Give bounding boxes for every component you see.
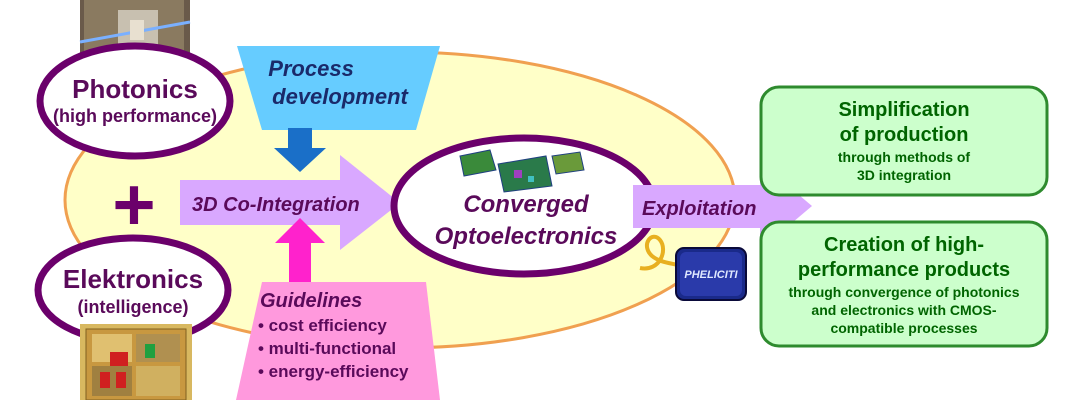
elektronics-ellipse: Elektronics (intelligence)	[34, 234, 232, 346]
converged-ellipse: Converged Optoelectronics	[390, 134, 658, 278]
guidelines-box: Guidelines • cost efficiency • multi-fun…	[236, 282, 440, 400]
phelicity-logo-text: PHELICITI	[684, 269, 738, 281]
simplification-line4: 3D integration	[857, 167, 951, 183]
down-arrow-blue	[274, 128, 326, 172]
phelicity-logo: PHELICITI	[639, 234, 747, 301]
guidelines-item-1: • cost efficiency	[258, 316, 387, 335]
process-line1: Process	[268, 56, 354, 81]
process-development-box: Process development	[237, 46, 440, 130]
creation-line4: and electronics with CMOS-	[811, 302, 996, 318]
creation-box: Creation of high- performance products t…	[759, 220, 1049, 348]
guidelines-title: Guidelines	[260, 290, 362, 312]
simplification-line2: of production	[840, 124, 969, 146]
simplification-box: Simplification of production through met…	[759, 85, 1049, 197]
process-line2: development	[272, 84, 409, 109]
creation-line3: through convergence of photonics	[788, 284, 1019, 300]
co-integration-label: 3D Co-Integration	[192, 194, 360, 216]
simplification-line3: through methods of	[838, 149, 971, 165]
chip-thumbnails-icon	[459, 149, 585, 193]
co-integration-arrow: 3D Co-Integration	[180, 155, 400, 250]
chip-image	[80, 324, 192, 400]
creation-line1: Creation of high-	[824, 234, 984, 256]
photonics-ellipse: Photonics (high performance)	[36, 42, 234, 160]
elektronics-subtitle: (intelligence)	[77, 297, 188, 317]
converged-line1: Converged	[463, 191, 590, 218]
guidelines-item-2: • multi-functional	[258, 339, 396, 358]
elektronics-title: Elektronics	[63, 264, 203, 294]
photonics-photo	[79, 0, 191, 60]
guidelines-item-3: • energy-efficiency	[258, 362, 409, 381]
creation-line5: compatible processes	[830, 320, 977, 336]
creation-line2: performance products	[798, 259, 1010, 281]
up-arrow-magenta	[275, 218, 325, 285]
converged-line2: Optoelectronics	[435, 223, 618, 250]
simplification-line1: Simplification	[838, 99, 969, 121]
exploitation-label: Exploitation	[642, 198, 756, 220]
plus-symbol: +	[112, 163, 155, 246]
photonics-title: Photonics	[72, 74, 198, 104]
photonics-subtitle: (high performance)	[53, 106, 217, 126]
